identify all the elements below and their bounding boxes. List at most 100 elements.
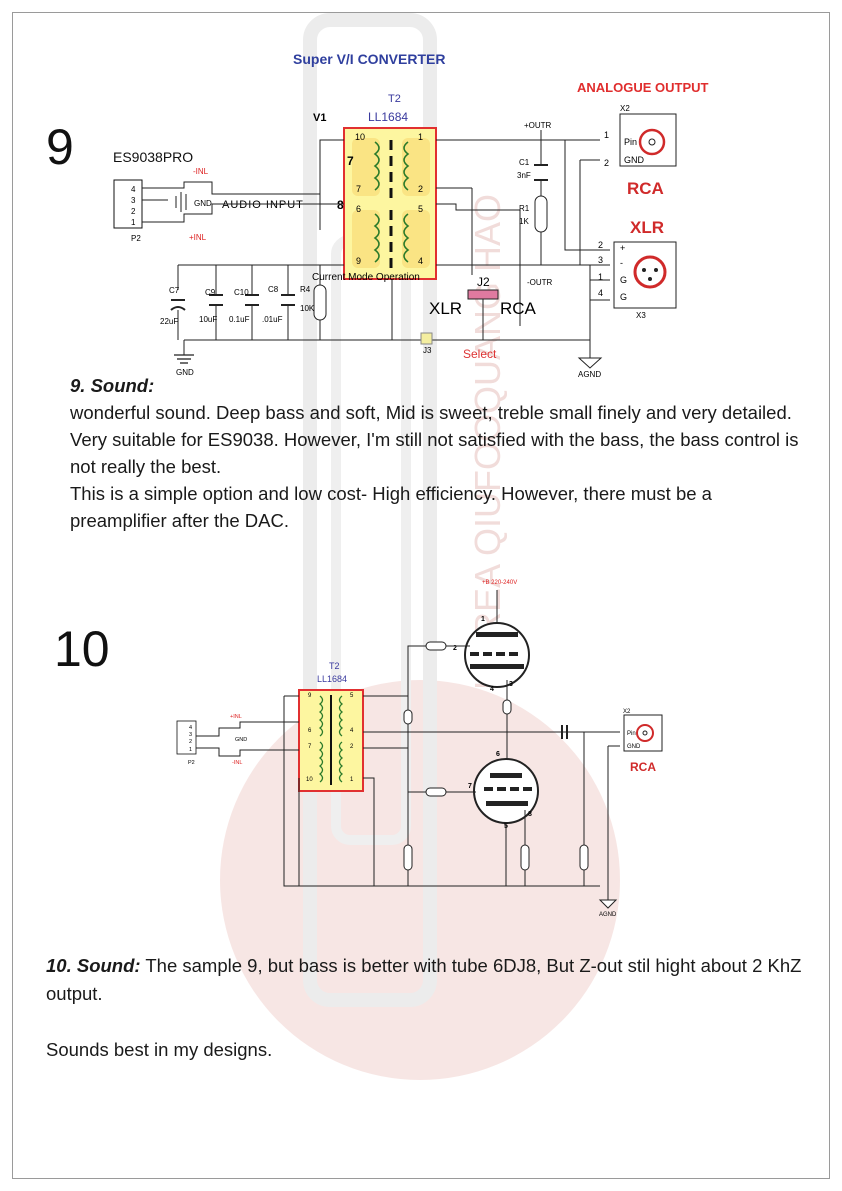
winding-8-label: 8: [337, 198, 344, 212]
tube1-pin-2: 2: [453, 645, 457, 652]
p2-pin-2: 2: [131, 207, 136, 216]
t2-label-10: T2: [329, 661, 340, 671]
sound-9-line-2: Very suitable for ES9038. However, I'm s…: [70, 429, 799, 477]
select-label: Select: [463, 347, 497, 361]
rca-pin-2: 2: [604, 158, 609, 168]
xlr-pin-plus: +: [620, 243, 625, 253]
inl-pos-10: +INL: [230, 714, 242, 720]
p2-label: P2: [131, 234, 141, 243]
xlr-pin-1: 1: [598, 272, 603, 282]
t-pin-7: 7: [356, 184, 361, 194]
t-pin-5: 5: [418, 204, 423, 214]
agnd-10-label: AGND: [599, 912, 617, 918]
transformer-label-10: LL1684: [317, 674, 347, 684]
inl-neg-10: -INL: [232, 760, 242, 766]
c10-label: C10: [234, 288, 249, 297]
gnd-label-p2: GND: [194, 199, 212, 208]
rca-10-gnd: GND: [627, 744, 641, 750]
c7-value: 22uF: [160, 317, 178, 326]
p2-10-label: P2: [188, 760, 195, 766]
transformer-label: LL1684: [368, 110, 408, 124]
r1-label: R1: [519, 204, 530, 213]
schematic-9: Super V/I CONVERTER ANALOGUE OUTPUT ES90…: [113, 51, 709, 379]
tube2-pin-8: 8: [528, 811, 532, 818]
tube1-pin-1: 1: [481, 616, 485, 623]
sound-9-line-3: This is a simple option and low cost- Hi…: [70, 483, 712, 531]
gnd-label: GND: [176, 368, 194, 377]
t-pin-4: 4: [418, 256, 423, 266]
t10-pin-9: 9: [308, 693, 312, 699]
winding-7-label: 7: [347, 154, 354, 168]
rca-pin-label: Pin: [624, 137, 637, 147]
xlr-pin-g1: G: [620, 275, 627, 285]
sound-9-text: 9. Sound: wonderful sound. Deep bass and…: [70, 372, 810, 534]
p2-10-pin-1: 1: [189, 747, 192, 753]
rca-pin-1: 1: [604, 130, 609, 140]
sound-9-heading: 9. Sound:: [70, 375, 155, 396]
sound-10-heading: 10. Sound:: [46, 955, 141, 976]
tube2-pin-6: 6: [496, 751, 500, 758]
section-9-number: 9: [46, 119, 74, 175]
p2-pin-1: 1: [131, 218, 136, 227]
xlr-pin-3: 3: [598, 255, 603, 265]
c8-label: C8: [268, 285, 279, 294]
outr-pos-label: +OUTR: [524, 121, 552, 130]
rca-10-pin: Pin: [627, 731, 636, 737]
t10-pin-6: 6: [308, 728, 312, 734]
t10-pin-5: 5: [350, 693, 354, 699]
sound-10-closing: Sounds best in my designs.: [46, 1039, 273, 1060]
chip-label: ES9038PRO: [113, 149, 193, 165]
watermark-text: HDREA QIUFOOQUANG HAO: [467, 194, 508, 690]
p2-10-pin-2: 2: [189, 739, 192, 745]
supply-label: +B 220-240V: [482, 580, 517, 586]
tube2-pin-7: 7: [468, 783, 472, 790]
r4-label: R4: [300, 285, 311, 294]
xlr-pin-2: 2: [598, 240, 603, 250]
r4-value: 10K: [300, 304, 315, 313]
current-mode-label: Current Mode Operation: [312, 272, 420, 283]
xlr-pin-g2: G: [620, 292, 627, 302]
t10-pin-2: 2: [350, 744, 354, 750]
p2-10-pin-3: 3: [189, 732, 192, 738]
x3-label: X3: [636, 311, 646, 320]
c1-label: C1: [519, 158, 530, 167]
t-pin-9: 9: [356, 256, 361, 266]
t-pin-10: 10: [355, 132, 365, 142]
t2-label: T2: [388, 93, 401, 105]
rca-gnd-label: GND: [624, 155, 645, 165]
t-pin-2: 2: [418, 184, 423, 194]
c7-label: C7: [169, 286, 180, 295]
tube1-pin-4: 4: [490, 686, 494, 693]
c10-value: 0.1uF: [229, 315, 250, 324]
tube1-pin-3: 3: [509, 681, 513, 688]
v1-label: V1: [313, 112, 326, 124]
outr-neg-label: -OUTR: [527, 278, 553, 287]
sound-10-body: The sample 9, but bass is better with tu…: [46, 955, 802, 1004]
rca-10-title: RCA: [630, 760, 656, 774]
sound-10-text: 10. Sound: The sample 9, but bass is bet…: [46, 952, 816, 1064]
inl-neg-label: -INL: [193, 167, 209, 176]
p2-pin-3: 3: [131, 196, 136, 205]
audio-input-label: AUDIO INPUT: [222, 199, 304, 211]
t10-pin-7: 7: [308, 744, 312, 750]
xlr-title: XLR: [630, 218, 664, 237]
page-border: [12, 12, 830, 1179]
r1-value: 1K: [519, 217, 529, 226]
c1-value: 3nF: [517, 171, 531, 180]
t10-pin-10: 10: [306, 777, 313, 783]
schematic-title: Super V/I CONVERTER: [293, 51, 445, 67]
section-10-number: 10: [54, 621, 110, 677]
t10-pin-1: 1: [350, 777, 354, 783]
inl-pos-label: +INL: [189, 233, 207, 242]
xlr-select-label: XLR: [429, 299, 462, 318]
x2-10-label: X2: [623, 709, 631, 715]
c9-label: C9: [205, 288, 216, 297]
j3-label: J3: [423, 346, 432, 355]
t-pin-1: 1: [418, 132, 423, 142]
t-pin-6: 6: [356, 204, 361, 214]
gnd-10: GND: [235, 737, 247, 743]
rca-title: RCA: [627, 179, 664, 198]
agnd-label: AGND: [578, 370, 601, 379]
analogue-output-title: ANALOGUE OUTPUT: [577, 80, 709, 95]
j2-label: J2: [477, 275, 490, 289]
